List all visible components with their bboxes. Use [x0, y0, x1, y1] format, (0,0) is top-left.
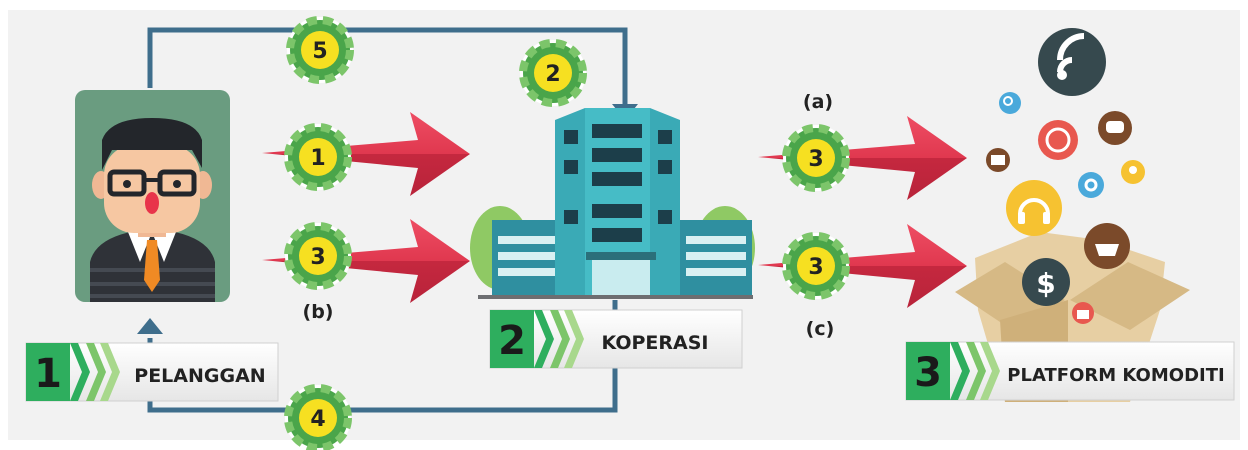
step-number: 5 [312, 39, 327, 64]
arrow-customer-to-coop-bottom [262, 219, 470, 303]
annotation-c: (c) [806, 318, 835, 340]
entity-label: PELANGGAN [134, 365, 265, 387]
customer-illustration [75, 90, 230, 302]
annotation-b: (b) [303, 301, 334, 323]
step-number: 3 [310, 245, 325, 270]
entity-number: 2 [498, 318, 526, 364]
red-arrows [262, 112, 967, 308]
step-badge-customer-to-coop-bottom: 3 [284, 222, 352, 290]
entity-number: 3 [914, 350, 942, 396]
entity-label: KOPERASI [601, 332, 708, 354]
step-badge-customer-to-coop-top: 1 [284, 123, 352, 191]
globe-icon [1038, 120, 1078, 160]
annotation-a: (a) [803, 91, 833, 113]
bottom-loop-arrowhead [137, 318, 163, 334]
arrow-coop-to-platform-top [758, 116, 967, 200]
step-badge-coop-to-platform-top: 3 [782, 124, 850, 192]
dollar-icon [1022, 258, 1070, 306]
step-number: 1 [310, 146, 325, 171]
entity-number: 1 [34, 351, 62, 397]
arrow-coop-to-platform-bottom [758, 224, 967, 308]
headphones-icon [1006, 180, 1062, 236]
search-icon [999, 92, 1021, 114]
gear-icon [1078, 172, 1104, 198]
entity-label-customer: 1 PELANGGAN [25, 342, 279, 402]
entity-label-cooperative: 2 KOPERASI [489, 309, 743, 369]
cooperative-building [470, 108, 755, 299]
step-badge-top-loop: 5 [286, 16, 354, 84]
step-number: 4 [310, 407, 325, 432]
step-badge-bottom-loop: 4 [284, 384, 352, 450]
step-number: 3 [808, 255, 823, 280]
step-number: 3 [808, 147, 823, 172]
entity-label: PLATFORM KOMODITI [1007, 365, 1224, 386]
entity-label-platform: 3 PLATFORM KOMODITI [905, 341, 1235, 401]
step-badge-coop-to-platform-bottom: 3 [782, 232, 850, 300]
svg-text:$: $ [1036, 267, 1055, 300]
step-number: 2 [545, 62, 560, 87]
step-badge-building-in: 2 [519, 39, 587, 107]
top-loop-line [147, 27, 628, 110]
arrow-customer-to-coop-top [262, 112, 470, 196]
